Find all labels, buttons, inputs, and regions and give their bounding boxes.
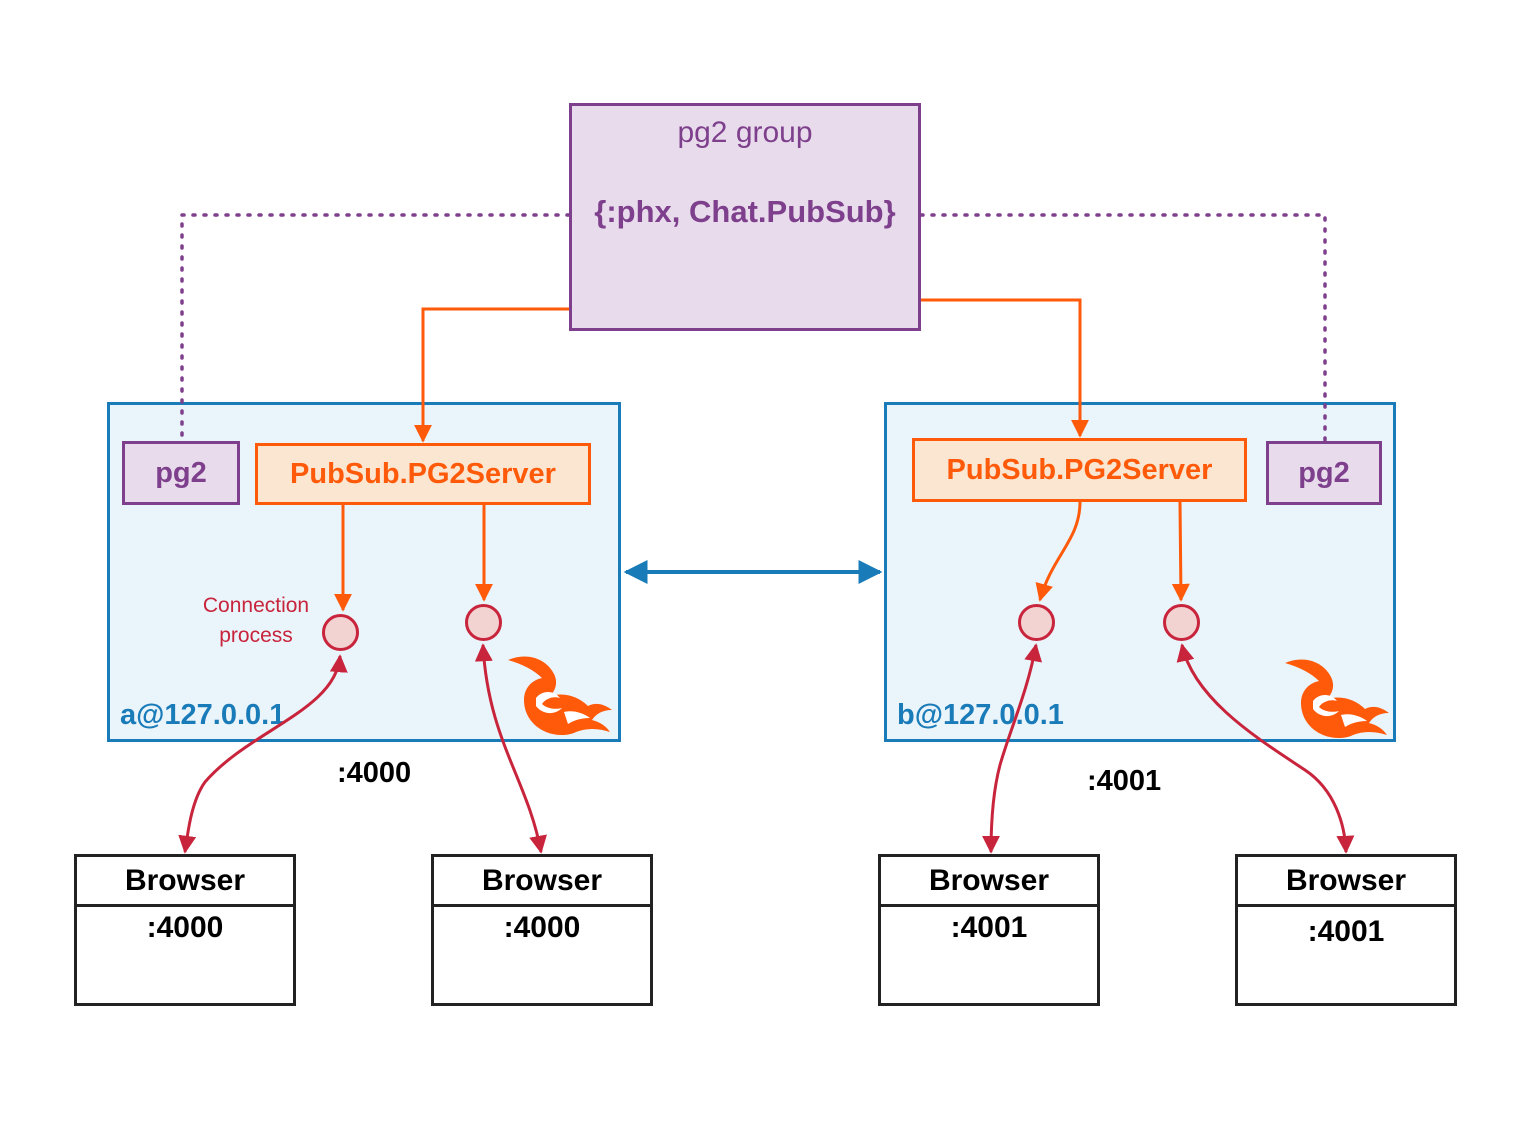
connection-note-line-2: process: [219, 624, 293, 647]
browser-port: :4000: [503, 911, 581, 944]
pg2-membership-line-b: [919, 213, 1327, 443]
process-circle-b2: [1163, 604, 1200, 641]
browser-title: Browser: [881, 857, 1097, 907]
process-circle-a2: [465, 604, 502, 641]
pg2-group-box: pg2 group {:phx, Chat.PubSub}: [569, 103, 921, 331]
browser-title: Browser: [434, 857, 650, 907]
browser-port: :4001: [950, 911, 1028, 944]
browser-box-1: Browser :4000: [74, 854, 296, 1006]
server-b-to-process-1-arrow: [1035, 501, 1082, 602]
pg2-group-key: {:phx, Chat.PubSub}: [594, 194, 896, 229]
node-a-pg2-box: pg2: [122, 441, 240, 505]
process-circle-b1: [1018, 604, 1055, 641]
browser-port: :4000: [146, 911, 224, 944]
node-a-port: :4000: [337, 757, 412, 789]
node-b-pg2-box: pg2: [1266, 441, 1382, 505]
browser-title: Browser: [77, 857, 293, 907]
server-b-to-process-2-arrow: [1171, 501, 1190, 602]
process-circle-a1: [322, 614, 359, 651]
browser-box-4: Browser :4001: [1235, 854, 1457, 1006]
browser-port: :4001: [1307, 915, 1385, 948]
connection-process-label: Connection process: [184, 591, 328, 651]
browser-box-2: Browser :4000: [431, 854, 653, 1006]
group-to-server-b-arrow: [921, 298, 1089, 438]
node-b-port: :4001: [1087, 765, 1162, 797]
socket-link-a1: [178, 654, 348, 854]
browser-title: Browser: [1238, 857, 1454, 907]
pg2-membership-line-a: [180, 213, 571, 443]
browser-box-3: Browser :4001: [878, 854, 1100, 1006]
socket-link-a2: [474, 643, 547, 854]
group-to-server-a-arrow: [414, 307, 569, 443]
socket-link-b1: [982, 643, 1043, 854]
node-a-pg2server-box: PubSub.PG2Server: [255, 443, 591, 505]
connection-note-line-1: Connection: [202, 594, 310, 617]
node-b-pg2server-box: PubSub.PG2Server: [912, 438, 1247, 502]
pg2-group-title: pg2 group: [677, 116, 813, 149]
socket-link-b2: [1176, 643, 1355, 854]
